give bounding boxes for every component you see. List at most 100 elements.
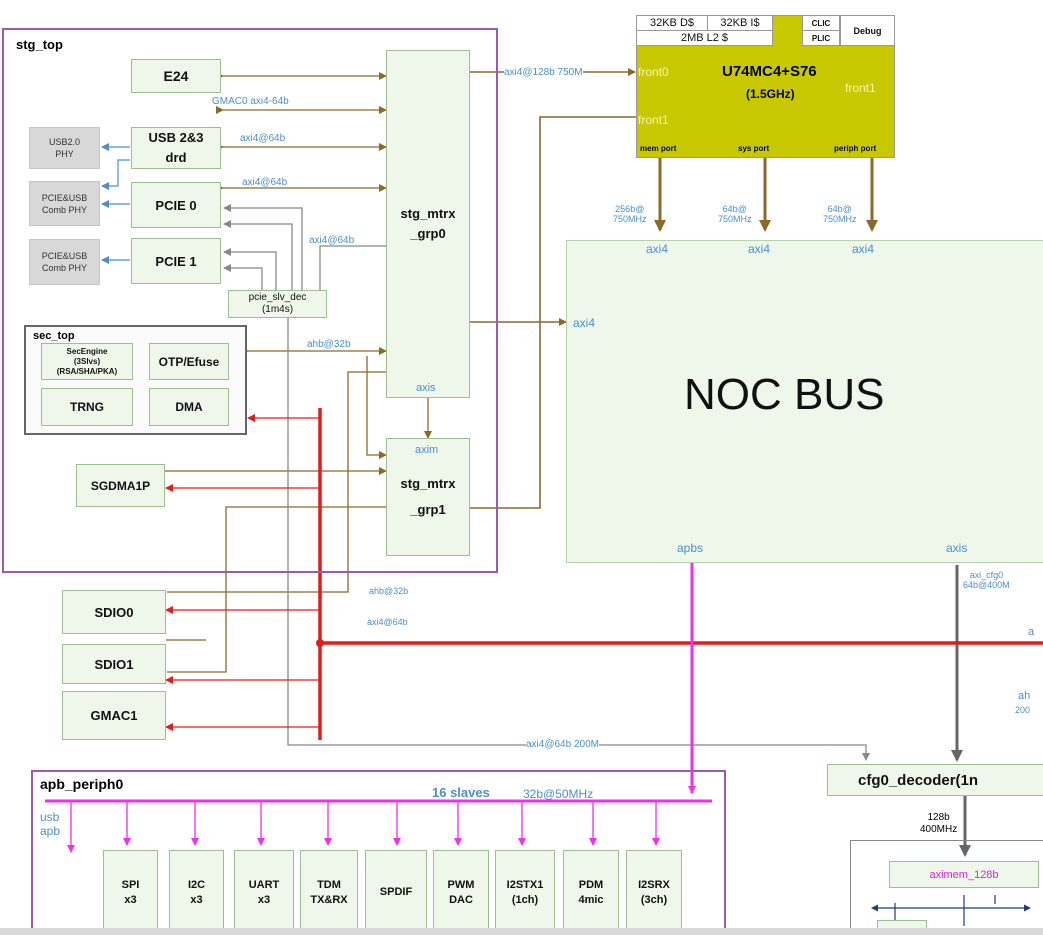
mtrx0-line1: stg_mtrx [400, 206, 456, 221]
secengine-line2: (3Slvs) [73, 356, 101, 366]
brown-bus-links [165, 68, 640, 673]
apb-periph0-title: apb_periph0 [40, 776, 124, 792]
usb-drd-line2: drd [165, 150, 187, 165]
axi4-64b-sdio-label: axi4@64b [367, 617, 408, 627]
pdm-l2: 4mic [578, 893, 604, 906]
cut-label-200: 200 [1015, 705, 1031, 715]
cfg0-decoder-block[interactable]: cfg0_decoder(1n [827, 764, 1043, 796]
mem-bw-2: 750MHz [613, 214, 647, 224]
uart-l2: x3 [257, 893, 271, 906]
cfg-bw-1: 128b [927, 812, 950, 823]
noc-axis: axis [946, 541, 968, 555]
i2srx-l2: (3ch) [640, 893, 668, 906]
gmac0-label: GMAC0 axi4-64b [212, 96, 289, 107]
axi-cfg0-1: axi_cfg0 [969, 570, 1004, 580]
axi4-64b-pcie1-label: axi4@64b [309, 235, 355, 246]
noc-axi4-mem: axi4 [646, 242, 669, 256]
noc-bus-block[interactable] [566, 240, 1043, 563]
i2c-l1: I2C [187, 878, 206, 891]
sys-bw-label: 64b@750MHz [718, 204, 752, 224]
otp-efuse-block[interactable]: OTP/Efuse [149, 343, 229, 380]
spdif-l1: SPDIF [379, 886, 413, 898]
pcie1-block[interactable]: PCIE 1 [131, 238, 221, 284]
stg-mtrx-grp0-block[interactable]: stg_mtrx _grp0 [386, 50, 470, 398]
usb-phy-line2: PHY [55, 149, 74, 159]
cpu-port-arrows [654, 158, 878, 232]
sec-top-title: sec_top [33, 330, 75, 342]
ahb-32b-sdio-label: ahb@32b [369, 586, 409, 596]
apb-pwm-block[interactable]: PWM DAC [433, 850, 489, 935]
comb-phy1-line1: PCIE&USB [41, 251, 88, 261]
stg-top-title: stg_top [16, 37, 63, 52]
i2c-l2: x3 [190, 893, 203, 906]
comb-phy0-line2: Comb PHY [41, 204, 87, 215]
periph-bw-1: 64b@ [827, 204, 852, 214]
secengine-line3: (RSA/SHA/PKA) [56, 366, 118, 376]
mem-bw-1: 256b@ [615, 204, 645, 214]
comb-phy-1-block[interactable]: PCIE&USB Comb PHY [29, 239, 100, 285]
usb-drd-line1: USB 2&3 [148, 130, 204, 145]
aximem-128b-block[interactable]: aximem_128b [889, 861, 1039, 888]
apb-i2srx-block[interactable]: I2SRX (3ch) [626, 850, 682, 935]
usb-drd-block[interactable]: USB 2&3 drd [131, 127, 221, 169]
pcie0-block[interactable]: PCIE 0 [131, 182, 221, 228]
secengine-line1: SecEngine [66, 346, 108, 356]
apb-i2stx1-block[interactable]: I2STX1 (1ch) [495, 850, 555, 935]
sys-bw-2: 750MHz [718, 214, 752, 224]
sgdma1p-block[interactable]: SGDMA1P [76, 464, 165, 507]
secengine-block[interactable]: SecEngine (3Slvs) (RSA/SHA/PKA) [41, 343, 133, 380]
pwm-l2: DAC [449, 893, 473, 906]
pwm-l1: PWM [447, 878, 475, 891]
noc-axi4-periph: axi4 [852, 242, 875, 256]
i2srx-l1: I2SRX [638, 878, 670, 891]
i2stx1-l1: I2STX1 [506, 878, 544, 891]
stg-mtrx-grp1-block[interactable]: stg_mtrx _grp1 [386, 438, 470, 556]
mem-bw-label: 256b@750MHz [613, 204, 647, 224]
trng-block[interactable]: TRNG [41, 388, 133, 426]
cut-label-a: a [1028, 626, 1035, 638]
tdm-l1: TDM [317, 878, 341, 891]
dcache-cell: 32KB D$ [636, 15, 708, 31]
periph-port-label: periph port [834, 144, 877, 153]
noc-bus-title: NOC BUS [684, 370, 885, 419]
phy-arrows [101, 143, 130, 264]
apb-bw-label: 32b@50MHz [523, 787, 594, 801]
mtrx1-line2: _grp1 [410, 502, 446, 517]
mtrx1-line1: stg_mtrx [400, 476, 456, 491]
apb-slaves-label: 16 slaves [432, 785, 490, 800]
usb-apb-2: apb [40, 824, 61, 838]
debug-cell: Debug [840, 15, 895, 46]
front0-port: front0 [638, 65, 669, 79]
axi4-64b-usb-label: axi4@64b [240, 133, 286, 144]
pcie-slv-dec-block[interactable]: pcie_slv_dec (1m4s) [228, 290, 327, 318]
sys-bw-1: 64b@ [722, 204, 747, 214]
e24-block[interactable]: E24 [131, 59, 221, 93]
pdm-l1: PDM [578, 878, 604, 891]
dma-block[interactable]: DMA [149, 388, 229, 426]
clic-cell: CLIC [802, 15, 840, 31]
apb-pdm-block[interactable]: PDM 4mic [563, 850, 619, 935]
spi-l1: SPI [121, 878, 140, 891]
sdio0-block[interactable]: SDIO0 [62, 590, 166, 634]
usb-apb-1: usb [40, 810, 60, 824]
gmac1-block[interactable]: GMAC1 [62, 691, 166, 740]
usb2-phy-block[interactable]: USB2.0 PHY [29, 127, 100, 169]
comb-phy0-line1: PCIE&USB [41, 192, 88, 203]
noc-axi4-left: axi4 [573, 316, 596, 330]
uart-l1: UART [248, 878, 280, 891]
i2stx1-l2: (1ch) [511, 893, 539, 906]
plic-cell: PLIC [802, 30, 840, 46]
noc-apbs: apbs [677, 541, 704, 555]
cut-label-ah: ah [1018, 690, 1031, 702]
ahb-32b-sec-label: ahb@32b [307, 339, 351, 350]
apb-spdif-block[interactable]: SPDIF [365, 850, 427, 935]
apb-uart-block[interactable]: UART x3 [234, 850, 294, 935]
comb-phy-0-block[interactable]: PCIE&USB Comb PHY [29, 181, 100, 226]
sdio1-block[interactable]: SDIO1 [62, 644, 166, 684]
